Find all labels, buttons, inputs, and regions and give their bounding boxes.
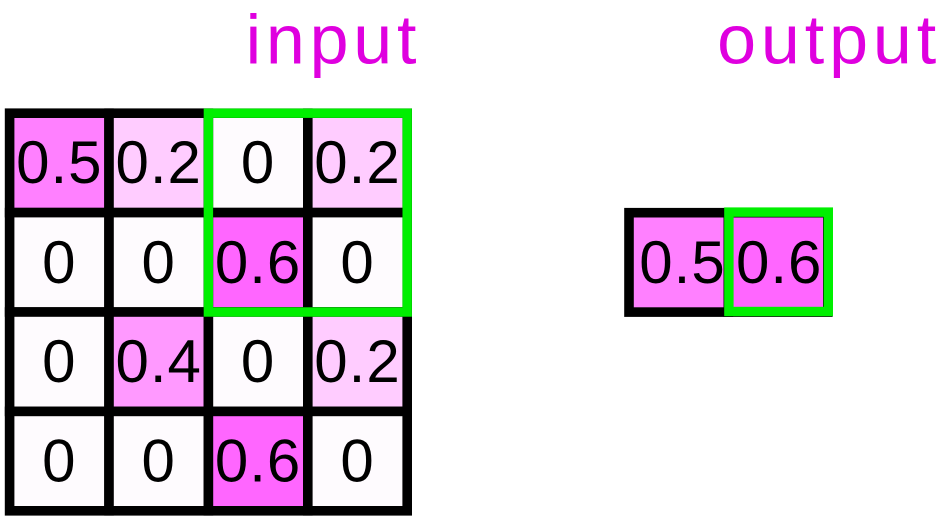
svg-text:0: 0 <box>142 428 176 495</box>
svg-text:0: 0 <box>42 328 76 395</box>
svg-text:0: 0 <box>340 229 374 296</box>
svg-text:output: output <box>717 1 941 79</box>
svg-text:0.6: 0.6 <box>215 428 301 495</box>
svg-text:0.4: 0.4 <box>115 328 201 395</box>
svg-text:0.2: 0.2 <box>314 328 400 395</box>
svg-text:0: 0 <box>42 229 76 296</box>
svg-text:0: 0 <box>241 328 275 395</box>
svg-text:0: 0 <box>241 129 275 196</box>
svg-text:0.2: 0.2 <box>115 129 201 196</box>
svg-text:0: 0 <box>340 428 374 495</box>
svg-text:0.6: 0.6 <box>215 229 301 296</box>
svg-text:input: input <box>246 0 422 78</box>
svg-text:0: 0 <box>42 428 76 495</box>
svg-text:0.5: 0.5 <box>16 129 102 196</box>
svg-text:0.5: 0.5 <box>639 229 725 296</box>
svg-text:0.2: 0.2 <box>314 129 400 196</box>
svg-text:0: 0 <box>142 229 176 296</box>
svg-text:0.6: 0.6 <box>736 229 822 296</box>
